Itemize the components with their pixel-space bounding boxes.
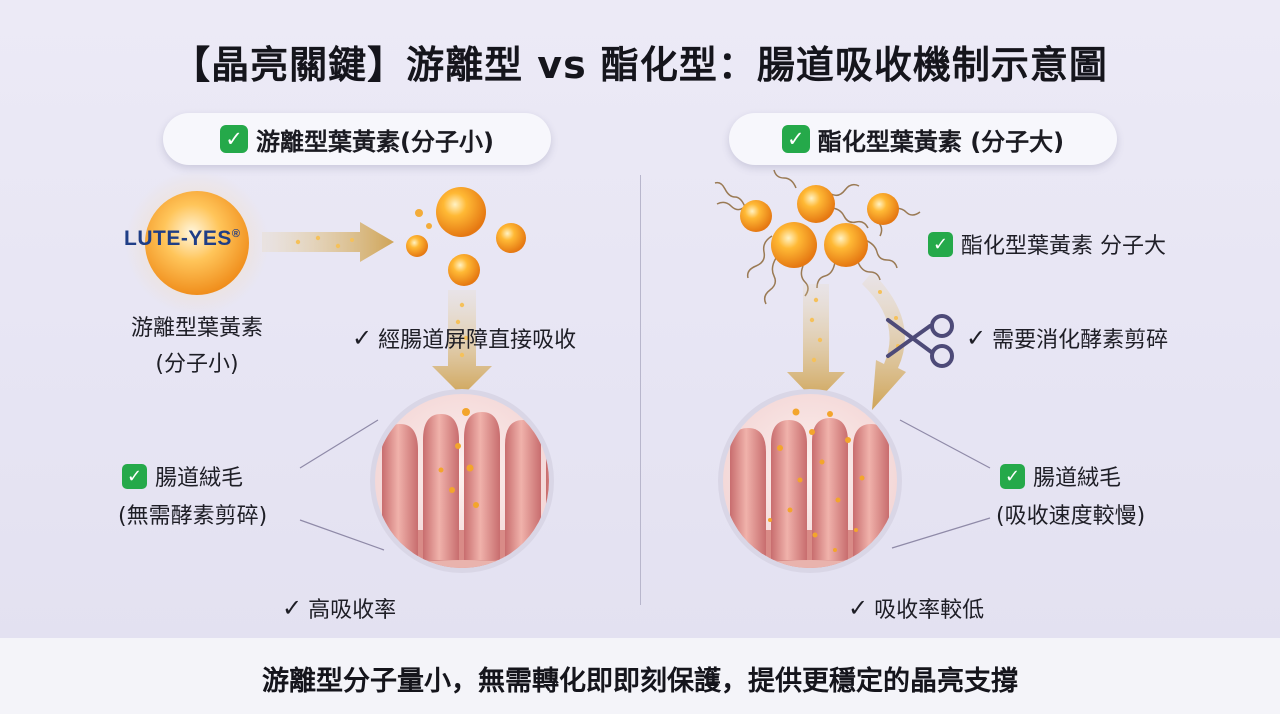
lute-yes-logo: LUTE-YES® <box>124 227 240 251</box>
footer-bar <box>0 638 1280 714</box>
down-arrow-left-icon <box>432 290 492 396</box>
villi-label-right-line1: 腸道絨毛 <box>1033 466 1122 491</box>
esterified-lutein-header: ✓ 酯化型葉黃素 (分子大) <box>729 113 1117 165</box>
esterified-lutein-header-label: 酯化型葉黃素 (分子大) <box>817 127 1065 156</box>
down-arrow-right-icon <box>787 284 845 402</box>
free-lutein-label-line2: (分子小) <box>155 352 239 377</box>
villi-label-left-line2: (無需酵素剪碎) <box>118 504 268 529</box>
villi-label-right-line2: (吸收速度較慢) <box>996 504 1146 529</box>
high-absorption-text: 高吸收率 <box>308 598 397 623</box>
check-icon: ✓ <box>928 231 953 257</box>
direct-absorb-label: ✓ 經腸道屏障直接吸收 <box>352 322 576 354</box>
esterified-molecule-text: 酯化型葉黃素 分子大 <box>961 234 1166 259</box>
scissors-icon <box>886 314 954 368</box>
free-lutein-header-label: 游離型葉黃素(分子小) <box>256 127 494 156</box>
free-lutein-label-line1: 游離型葉黃素 <box>130 316 263 341</box>
horizontal-arrow-icon <box>262 222 394 262</box>
villi-lens-right <box>718 389 902 573</box>
curved-arrow-icon <box>862 272 906 410</box>
check-icon: ✓ <box>220 125 249 153</box>
villi-lens-left <box>370 389 554 573</box>
registered-mark: ® <box>231 228 241 240</box>
free-lutein-label: 游離型葉黃素 (分子小) <box>102 310 292 378</box>
free-lutein-orb <box>145 191 249 295</box>
esterified-molecule-label: ✓ 酯化型葉黃素 分子大 <box>928 228 1166 260</box>
villi-label-left: ✓ 腸道絨毛 (無需酵素剪碎) <box>118 460 267 530</box>
enzyme-required-label: ✓ 需要消化酵素剪碎 <box>966 322 1168 354</box>
free-lutein-header: ✓ 游離型葉黃素(分子小) <box>163 113 551 165</box>
check-icon: ✓ <box>122 463 147 489</box>
check-icon: ✓ <box>781 125 810 153</box>
enzyme-required-text: 需要消化酵素剪碎 <box>992 328 1169 353</box>
villi-label-left-line1: 腸道絨毛 <box>155 466 244 491</box>
footer-summary: 游離型分子量小，無需轉化即即刻保護，提供更穩定的晶亮支撐 <box>262 666 1018 697</box>
low-absorption-text: 吸收率較低 <box>874 598 985 623</box>
check-icon: ✓ <box>1000 463 1025 489</box>
tick-icon: ✓ <box>966 324 987 352</box>
tick-icon: ✓ <box>282 594 303 622</box>
esterified-molecules <box>740 185 899 268</box>
page-title: 【晶亮關鍵】游離型 vs 酯化型：腸道吸收機制示意圖 <box>172 43 1108 87</box>
low-absorption-label: ✓ 吸收率較低 <box>848 592 984 624</box>
center-divider <box>640 175 641 605</box>
direct-absorb-text: 經腸道屏障直接吸收 <box>378 328 577 353</box>
tick-icon: ✓ <box>352 324 373 352</box>
lute-yes-logo-text: LUTE-YES <box>124 227 232 250</box>
villi-label-right: ✓ 腸道絨毛 (吸收速度較慢) <box>996 460 1145 530</box>
tick-icon: ✓ <box>848 594 869 622</box>
high-absorption-label: ✓ 高吸收率 <box>282 592 396 624</box>
small-molecules <box>406 187 526 286</box>
